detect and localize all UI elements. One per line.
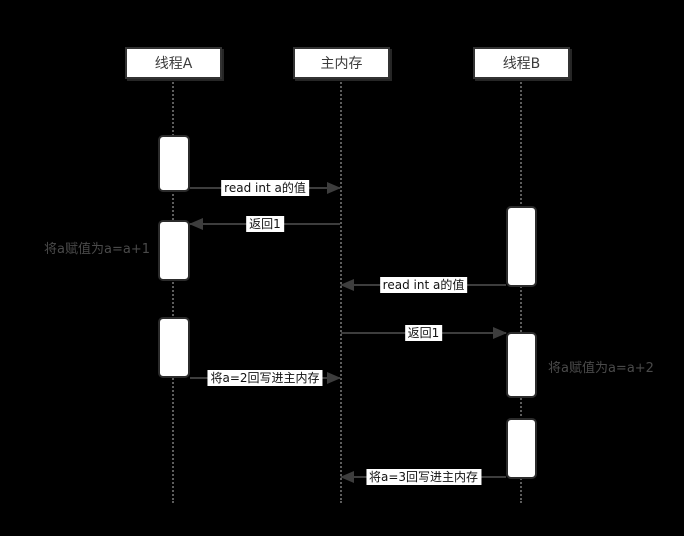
arrowhead-left-icon <box>340 471 354 483</box>
participant-main-memory: 主内存 <box>293 47 390 79</box>
activation-thread-a-2 <box>158 220 190 281</box>
lifeline-main-memory <box>340 79 342 503</box>
activation-thread-b-1 <box>506 206 537 287</box>
arrowhead-left-icon <box>189 218 203 230</box>
message-label: read int a的值 <box>221 180 309 196</box>
activation-thread-a-3 <box>158 317 190 378</box>
message-label: 返回1 <box>246 216 284 232</box>
activation-thread-a-1 <box>158 135 190 192</box>
note-threada-assign: 将a赋值为a=a+1 <box>44 242 150 257</box>
arrowhead-right-icon <box>327 182 341 194</box>
activation-thread-b-3 <box>506 418 537 479</box>
participant-thread-b: 线程B <box>473 47 570 79</box>
activation-thread-b-2 <box>506 332 537 398</box>
participant-label: 线程A <box>154 56 193 72</box>
message-label: 将a=2回写进主内存 <box>207 370 323 386</box>
message-label: read int a的值 <box>379 277 468 293</box>
message-label: 将a=3回写进主内存 <box>365 469 482 485</box>
lifeline-thread-a <box>172 79 174 503</box>
message-label: 返回1 <box>404 325 443 341</box>
note-threadb-assign: 将a赋值为a=a+2 <box>548 361 654 376</box>
participant-thread-a: 线程A <box>125 47 222 79</box>
participant-label: 线程B <box>502 56 541 72</box>
arrowhead-left-icon <box>340 279 354 291</box>
lifeline-thread-b <box>520 79 522 503</box>
participant-label: 主内存 <box>320 56 363 72</box>
arrowhead-right-icon <box>493 327 507 339</box>
arrowhead-right-icon <box>327 372 341 384</box>
